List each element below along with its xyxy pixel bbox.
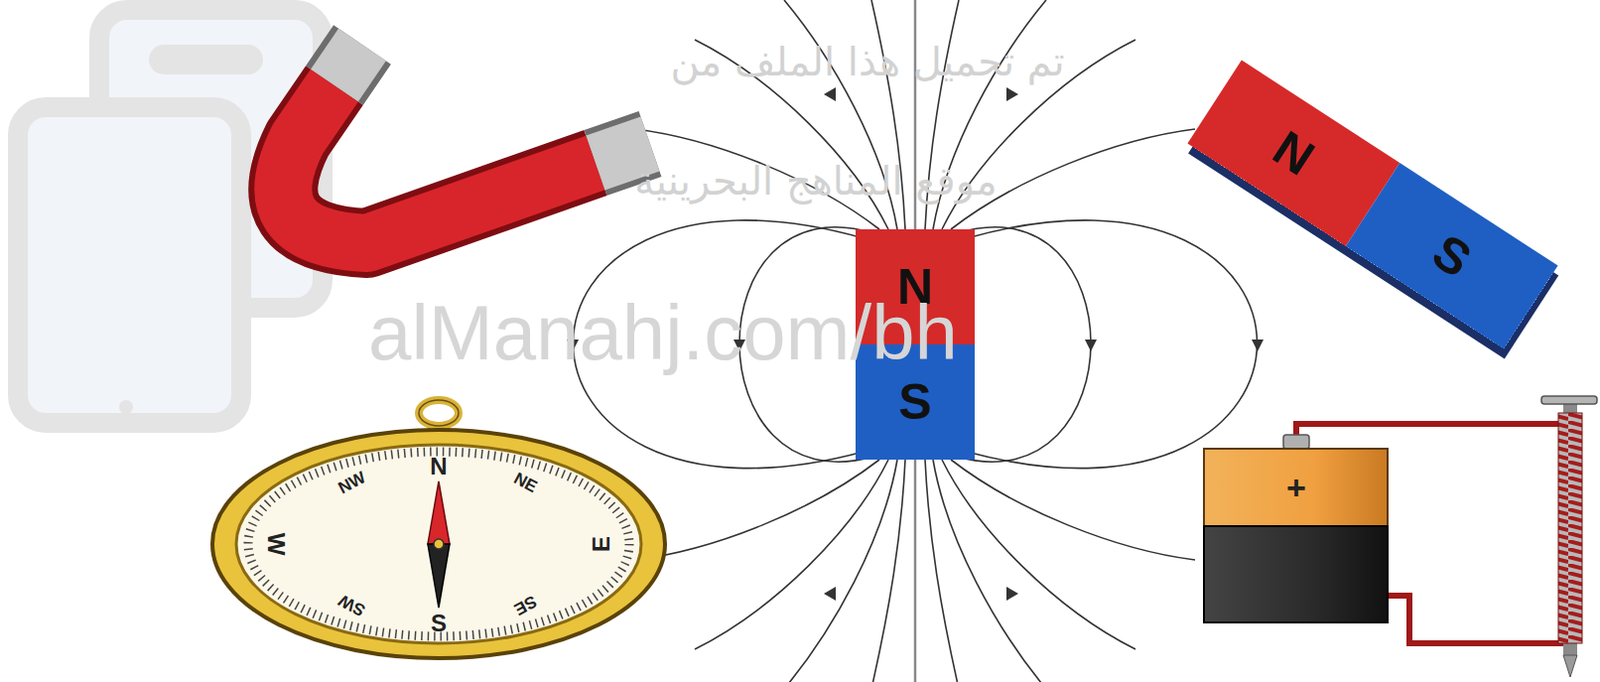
compass [212,400,666,659]
tilted-bar-magnet: NS [1187,60,1558,350]
pole-letter: N [1265,122,1324,184]
watermark-text: موقع المناهج البحرينية [634,158,998,203]
compass-direction: N [429,453,447,480]
horseshoe-magnet [282,44,651,244]
compass-direction: E [588,535,615,552]
pole-letter: S [898,377,932,427]
compass-direction: S [430,610,447,637]
battery-terminal-sign: + [1286,469,1307,507]
pole-letter: S [1424,226,1479,286]
watermark-text: تم تحميل هذا الملف من [669,39,1065,84]
compass-direction: W [263,533,289,556]
watermark-url: alManahj.com/bh [368,290,958,377]
electromagnet [1203,396,1598,677]
